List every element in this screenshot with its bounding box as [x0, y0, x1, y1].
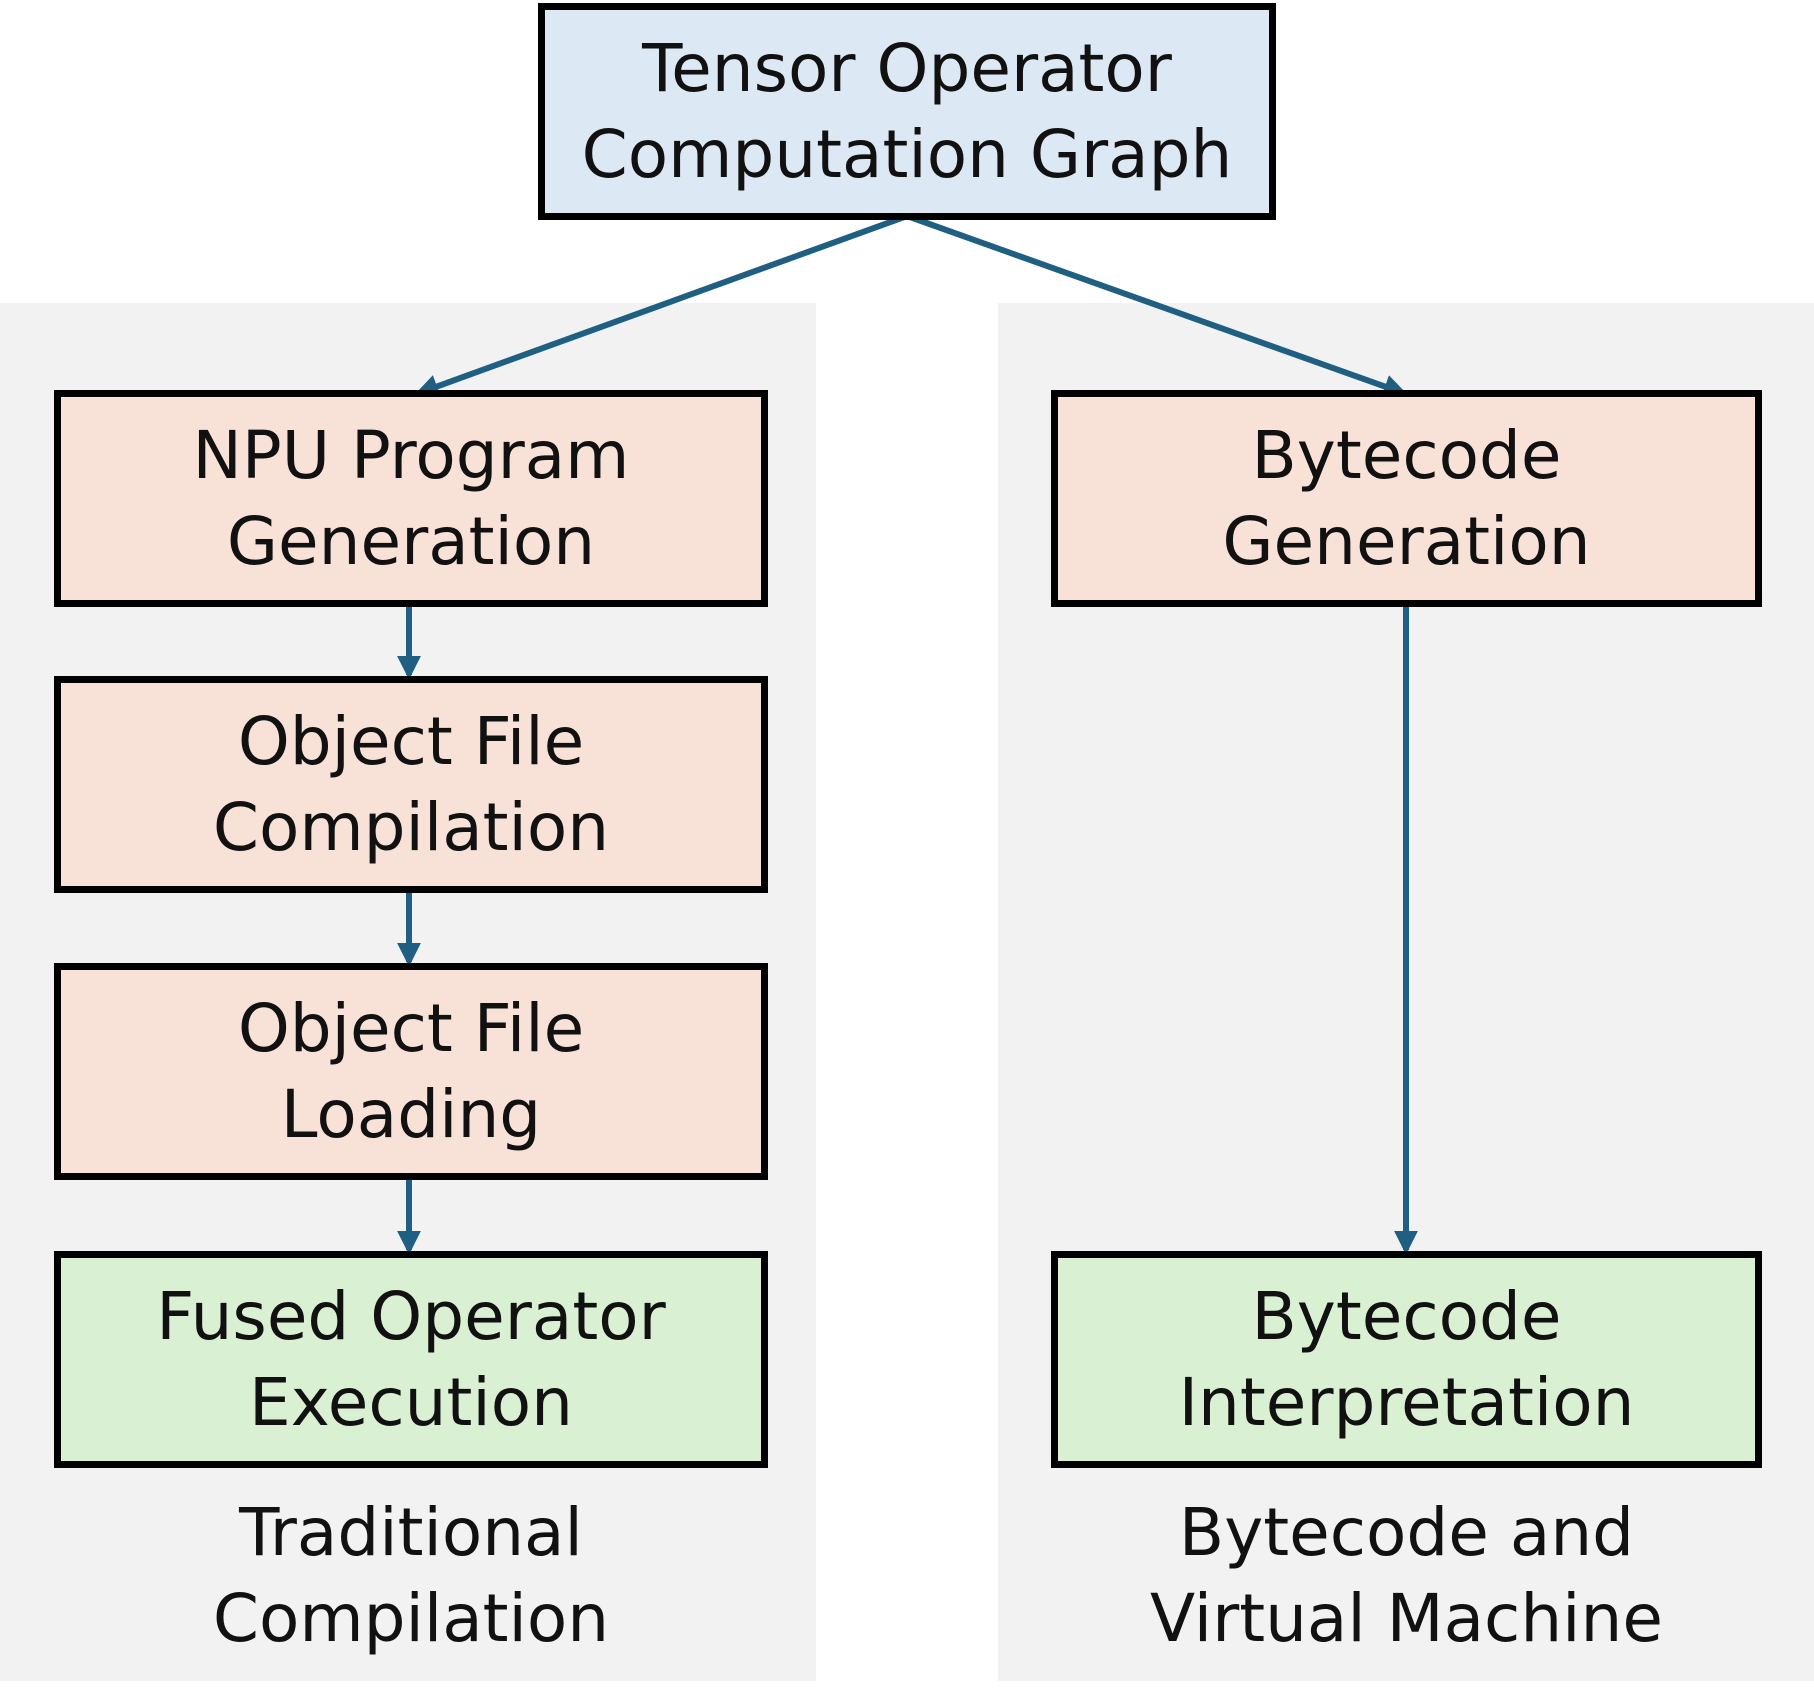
caption-line2: Virtual Machine: [1150, 1579, 1663, 1657]
node-label-line2: Computation Graph: [581, 115, 1233, 193]
tensor-operator-graph-node: Tensor Operator Computation Graph: [538, 3, 1276, 220]
object-file-compilation-node: Object File Compilation: [54, 676, 768, 893]
arrow-graph-to-bytecode-gen: [905, 213, 1408, 398]
node-label-line1: Tensor Operator: [642, 29, 1172, 107]
caption-line2: Compilation: [212, 1579, 610, 1657]
npu-program-generation-node: NPU Program Generation: [54, 390, 768, 607]
node-label-line1: Bytecode: [1251, 416, 1562, 494]
traditional-compilation-caption: Traditional Compilation: [54, 1490, 768, 1662]
node-label-line1: Object File: [237, 702, 585, 780]
node-label-line2: Compilation: [212, 788, 610, 866]
object-file-loading-node: Object File Loading: [54, 963, 768, 1180]
caption-line1: Traditional: [239, 1494, 583, 1571]
node-label-line2: Generation: [1222, 502, 1591, 580]
node-label-line2: Generation: [226, 502, 596, 580]
bytecode-vm-caption: Bytecode and Virtual Machine: [1051, 1490, 1762, 1662]
node-label-line1: Object File: [237, 989, 585, 1067]
node-label-line2: Interpretation: [1178, 1363, 1635, 1441]
node-label-line1: Bytecode: [1251, 1277, 1562, 1355]
node-label-line2: Execution: [249, 1363, 573, 1441]
fused-operator-execution-node: Fused Operator Execution: [54, 1251, 768, 1468]
node-label-line1: Fused Operator: [156, 1277, 666, 1355]
arrow-graph-to-npu: [414, 213, 909, 398]
node-label-line1: NPU Program: [192, 416, 630, 494]
bytecode-interpretation-node: Bytecode Interpretation: [1051, 1251, 1762, 1468]
bytecode-generation-node: Bytecode Generation: [1051, 390, 1762, 607]
node-label-line2: Loading: [280, 1075, 542, 1153]
caption-line1: Bytecode and: [1178, 1494, 1635, 1571]
